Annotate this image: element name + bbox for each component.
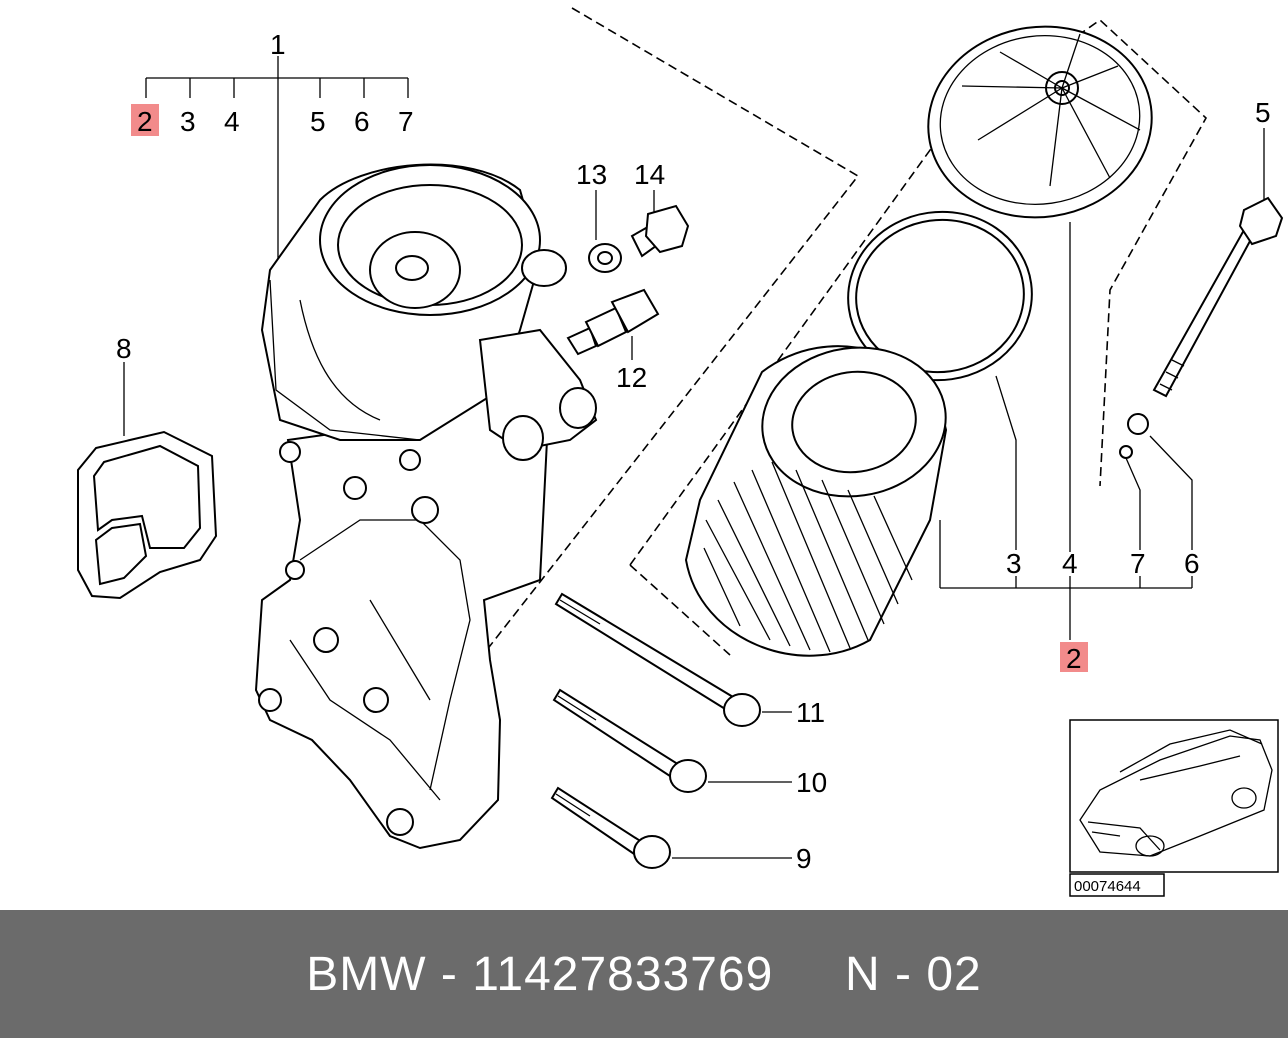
label-11: 11 <box>796 697 825 728</box>
filter-element <box>684 345 948 657</box>
label-filter-7: 7 <box>1130 548 1146 579</box>
long-bolt-5 <box>1152 196 1284 398</box>
label-10: 10 <box>796 767 827 798</box>
label-12: 12 <box>616 362 647 393</box>
exploded-frame-filter <box>409 7 860 749</box>
parts-diagram: 1 2 3 4 5 6 7 8 <box>77 7 1284 897</box>
label-top-2: 2 <box>137 106 153 137</box>
plug-14 <box>630 204 690 258</box>
sensor-12 <box>566 288 660 356</box>
label-9: 9 <box>796 843 812 874</box>
callout-tree-filter <box>939 222 1193 640</box>
footer-part-number: 11427833769 <box>472 947 774 1001</box>
diagram-code-box <box>1069 873 1165 897</box>
label-5-right: 5 <box>1255 97 1271 128</box>
washer-13 <box>588 243 622 273</box>
washer-6 <box>1127 413 1149 435</box>
footer-gap <box>773 947 845 1002</box>
oil-filter-housing <box>254 163 598 850</box>
label-13: 13 <box>576 159 607 190</box>
footer-bar: BMW - 11427833769 N - 02 <box>0 910 1288 1038</box>
diagram-code: 00074644 <box>1074 878 1141 895</box>
footer-ref: N - 02 <box>845 947 982 1001</box>
label-top-7: 7 <box>398 106 414 137</box>
exploded-frame-filter-2 <box>629 18 1208 566</box>
label-filter-3: 3 <box>1006 548 1022 579</box>
label-filter-4: 4 <box>1062 548 1078 579</box>
label-1: 1 <box>270 29 286 60</box>
label-top-3: 3 <box>180 106 196 137</box>
footer-separator: - <box>426 947 473 1001</box>
bolt-9 <box>550 786 671 869</box>
sealing-ring <box>847 210 1033 382</box>
label-top-4: 4 <box>224 106 240 137</box>
highlight-marker <box>131 104 159 136</box>
label-filter-2: 2 <box>1066 643 1082 674</box>
exploded-frame-filter-3 <box>629 564 731 656</box>
highlight-marker-2 <box>1060 642 1088 672</box>
gasket-part <box>77 430 218 600</box>
label-top-6: 6 <box>354 106 370 137</box>
washer-7 <box>1119 445 1133 459</box>
filter-cover <box>927 25 1153 219</box>
footer-brand: BMW <box>306 947 427 1001</box>
label-8: 8 <box>116 333 132 364</box>
car-thumbnail <box>1069 719 1279 873</box>
label-top-5: 5 <box>310 106 326 137</box>
label-14: 14 <box>634 159 665 190</box>
label-filter-6: 6 <box>1184 548 1200 579</box>
callout-tree-1 <box>145 56 409 292</box>
bolt-10 <box>552 688 707 793</box>
bolt-11 <box>554 592 761 727</box>
